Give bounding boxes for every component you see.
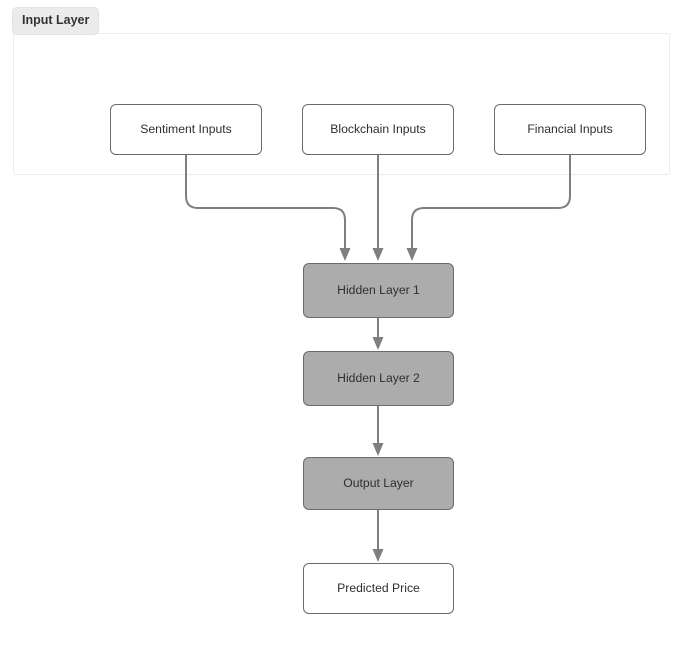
node-financial-inputs-label: Financial Inputs: [527, 122, 613, 137]
node-hidden-layer-2[interactable]: Hidden Layer 2: [303, 351, 454, 406]
node-sentiment-inputs[interactable]: Sentiment Inputs: [110, 104, 262, 155]
edge-output-to-predicted: [372, 509, 384, 562]
node-predicted-price[interactable]: Predicted Price: [303, 563, 454, 614]
edge-hidden1-to-hidden2: [372, 317, 384, 350]
node-blockchain-inputs[interactable]: Blockchain Inputs: [302, 104, 454, 155]
node-predicted-price-label: Predicted Price: [337, 581, 420, 596]
node-hidden-layer-1-label: Hidden Layer 1: [337, 283, 420, 298]
edge-hidden2-to-output: [372, 405, 384, 456]
node-financial-inputs[interactable]: Financial Inputs: [494, 104, 646, 155]
node-output-layer-label: Output Layer: [343, 476, 414, 491]
node-sentiment-inputs-label: Sentiment Inputs: [140, 122, 232, 137]
node-hidden-layer-2-label: Hidden Layer 2: [337, 371, 420, 386]
node-blockchain-inputs-label: Blockchain Inputs: [330, 122, 426, 137]
node-hidden-layer-1[interactable]: Hidden Layer 1: [303, 263, 454, 318]
input-layer-cluster-label: Input Layer: [12, 7, 100, 35]
node-output-layer[interactable]: Output Layer: [303, 457, 454, 510]
